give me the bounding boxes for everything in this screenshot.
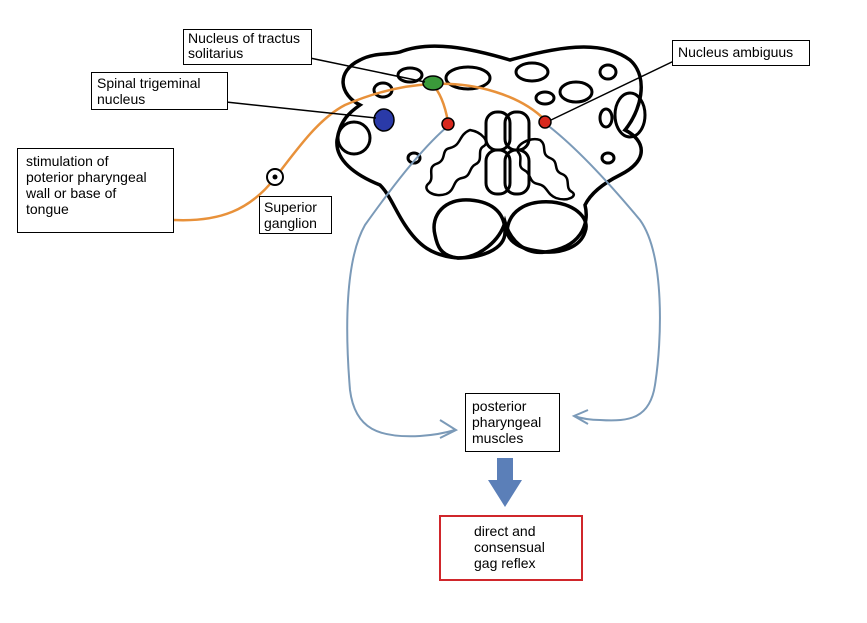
inferior-olive-left [425,128,488,197]
nucleus-tractus-solitarius-label: Nucleus of tractus solitarius [183,29,312,65]
medulla-outline [335,44,643,260]
small-nucleus-left [406,151,422,165]
efferent-arrowhead-left [439,419,459,439]
posterior-pharyngeal-muscles-label: posterior pharyngeal muscles [465,393,560,452]
superior-ganglion-label: Superior ganglion [259,196,332,234]
ambiguus-leader-line [550,59,677,121]
dorsal-nucleus-4 [558,80,594,104]
down-arrow [488,458,522,507]
nucleus-ambiguus-label: Nucleus ambiguus [672,40,810,66]
nucleus-ambiguus-right-dot [538,115,552,129]
afferent-fiber [173,82,546,222]
medulla-cross-section [335,44,643,260]
efferent-fiber-right [545,123,661,422]
lateral-nucleus-left [336,120,372,156]
dorsal-nucleus-5 [534,90,556,106]
dorsal-nucleus-2 [444,65,492,91]
spinal-trigeminal-nucleus-dot [373,108,395,132]
superior-ganglion-center [272,174,278,180]
medial-column-left-2 [484,148,512,196]
lateral-nucleus-right [613,91,647,139]
efferent-fiber-left [346,125,456,438]
gag-reflex-outcome-box: direct and consensual gag reflex [439,515,583,581]
dorsal-nucleus-6 [598,63,618,81]
medulla-internal-structures [336,61,647,201]
nts-leader-line [309,57,426,83]
spinal-trigeminal-nucleus-label: Spinal trigeminal nucleus [91,72,228,110]
nucleus-tractus-solitarius-dot [422,75,444,91]
right-pyramid [505,200,588,254]
efferent-arrowhead-right [571,409,589,425]
dorsal-nucleus-8 [598,107,614,129]
trigeminal-leader-line [225,101,377,119]
dorsal-nucleus-1 [396,66,424,84]
dorsal-nucleus-3 [514,61,550,83]
stimulus-label: stimulation of poterior pharyngeal wall … [17,148,174,233]
left-pyramid [432,198,507,260]
small-nucleus-right [600,151,616,165]
inferior-olive-right [516,137,575,201]
nucleus-ambiguus-left-dot [441,117,455,131]
